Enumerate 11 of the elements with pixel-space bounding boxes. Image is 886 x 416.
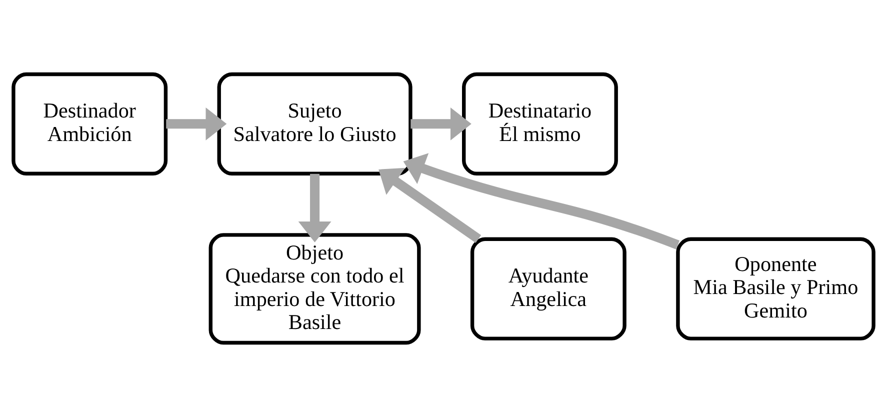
node-box: Ayudante Angelica xyxy=(470,236,626,340)
arrow xyxy=(166,106,226,140)
node-box: Sujeto Salvatore lo Giusto xyxy=(216,72,412,175)
node-box: Objeto Quedarse con todo el imperio de Vittorio Basile xyxy=(208,232,420,344)
arrow xyxy=(378,167,481,242)
arrow xyxy=(410,106,471,140)
node-box: Oponente Mia Basile y Primo Gemito xyxy=(676,236,875,340)
arrow xyxy=(298,173,331,242)
node-box: Destinatario Él mismo xyxy=(462,72,618,175)
node-box: Destinador Ambición xyxy=(11,72,168,175)
arrow xyxy=(402,152,680,249)
